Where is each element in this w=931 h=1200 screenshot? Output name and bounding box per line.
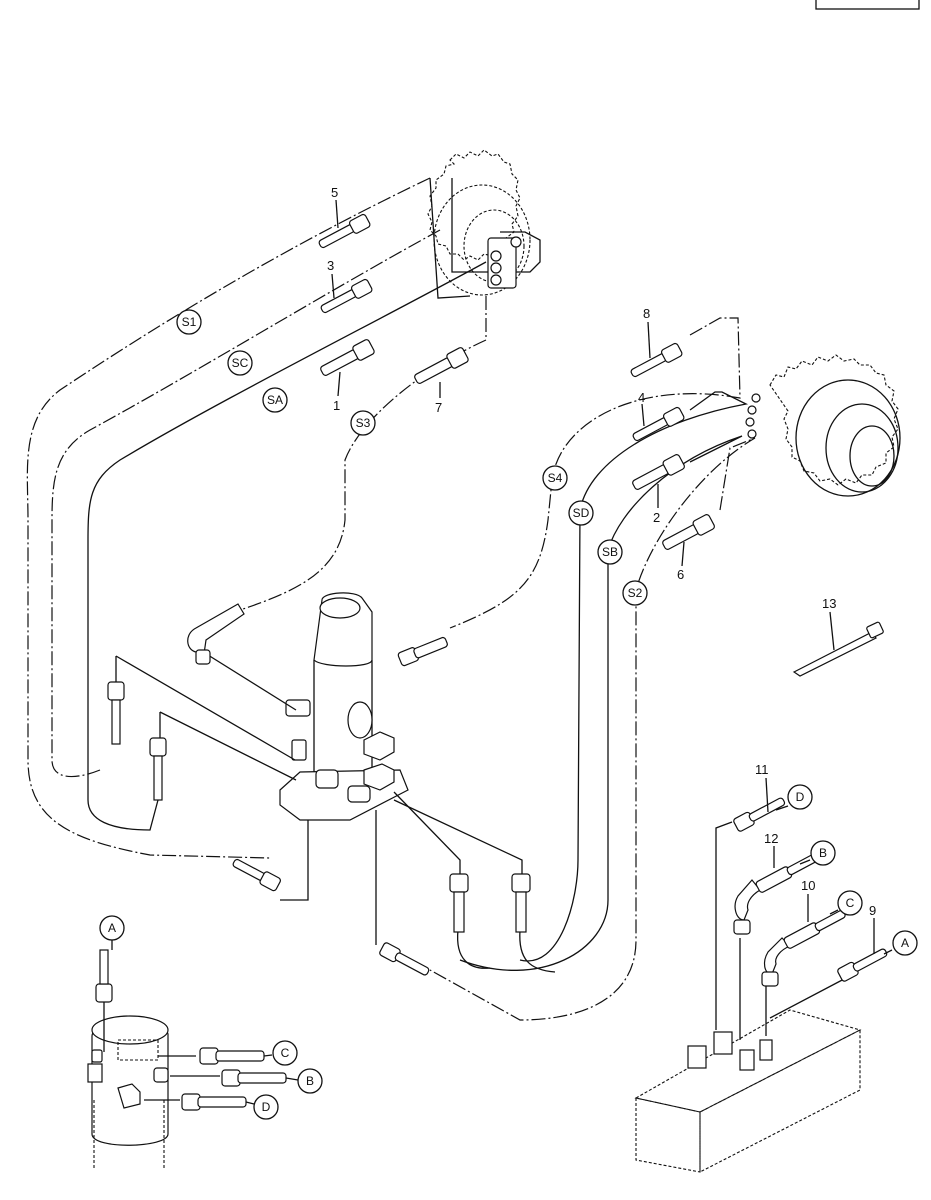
page-corner-box: [815, 0, 920, 10]
hoses-left-group: [26, 177, 487, 859]
svg-text:SC: SC: [232, 356, 249, 370]
callout-4: 4: [638, 390, 645, 405]
connection-marker-b-right: B: [799, 840, 836, 866]
control-valve: [634, 797, 888, 1173]
svg-text:C: C: [846, 896, 855, 910]
svg-text:A: A: [901, 936, 909, 950]
connection-marker-c-right: C: [829, 890, 863, 916]
svg-text:B: B: [819, 846, 827, 860]
line-marker-sa: SA: [262, 387, 288, 413]
connection-marker-b-left: B: [285, 1068, 323, 1094]
hose-fittings: [107, 213, 715, 976]
svg-text:C: C: [281, 1046, 290, 1060]
callout-13: 13: [822, 596, 836, 611]
callout-7: 7: [435, 400, 442, 415]
callout-2: 2: [653, 510, 660, 525]
line-marker-sc: SC: [227, 350, 253, 376]
svg-text:B: B: [306, 1074, 314, 1088]
connection-marker-a-right: A: [883, 930, 918, 956]
callout-5: 5: [331, 185, 338, 200]
right-travel-motor: [745, 354, 901, 497]
svg-text:SB: SB: [602, 545, 618, 559]
callout-3: 3: [327, 258, 334, 273]
connection-marker-d-left: D: [245, 1094, 279, 1120]
callout-10: 10: [801, 878, 815, 893]
svg-text:S4: S4: [548, 471, 563, 485]
svg-text:S2: S2: [628, 586, 643, 600]
hoses-right-group: [429, 317, 756, 1021]
leader-lines: [111, 199, 875, 954]
line-marker-sb: SB: [597, 539, 623, 565]
connection-marker-a-upper: A: [99, 915, 125, 941]
swivel-detail: [87, 949, 287, 1168]
callout-9: 9: [869, 903, 876, 918]
swivel-joint: [279, 592, 409, 821]
line-marker-sd: SD: [568, 500, 594, 526]
svg-text:SD: SD: [573, 506, 590, 520]
svg-text:D: D: [262, 1100, 271, 1114]
callout-12: 12: [764, 831, 778, 846]
swivel-connection-hoses: [115, 649, 556, 973]
svg-text:SA: SA: [267, 393, 283, 407]
cable-tie: [792, 621, 884, 677]
callout-8: 8: [643, 306, 650, 321]
svg-text:D: D: [796, 790, 805, 804]
svg-text:S3: S3: [356, 416, 371, 430]
connection-marker-d-right: D: [775, 784, 813, 811]
line-marker-s1: S1: [176, 309, 202, 335]
line-marker-s2: S2: [622, 580, 648, 606]
svg-text:S1: S1: [182, 315, 197, 329]
callout-11: 11: [755, 762, 769, 777]
line-marker-s4: S4: [542, 465, 568, 491]
left-travel-motor: [427, 149, 541, 296]
connection-marker-c-left: C: [263, 1040, 298, 1066]
line-marker-s3: S3: [350, 410, 376, 436]
callout-1: 1: [333, 398, 340, 413]
callout-6: 6: [677, 567, 684, 582]
svg-text:A: A: [108, 921, 116, 935]
